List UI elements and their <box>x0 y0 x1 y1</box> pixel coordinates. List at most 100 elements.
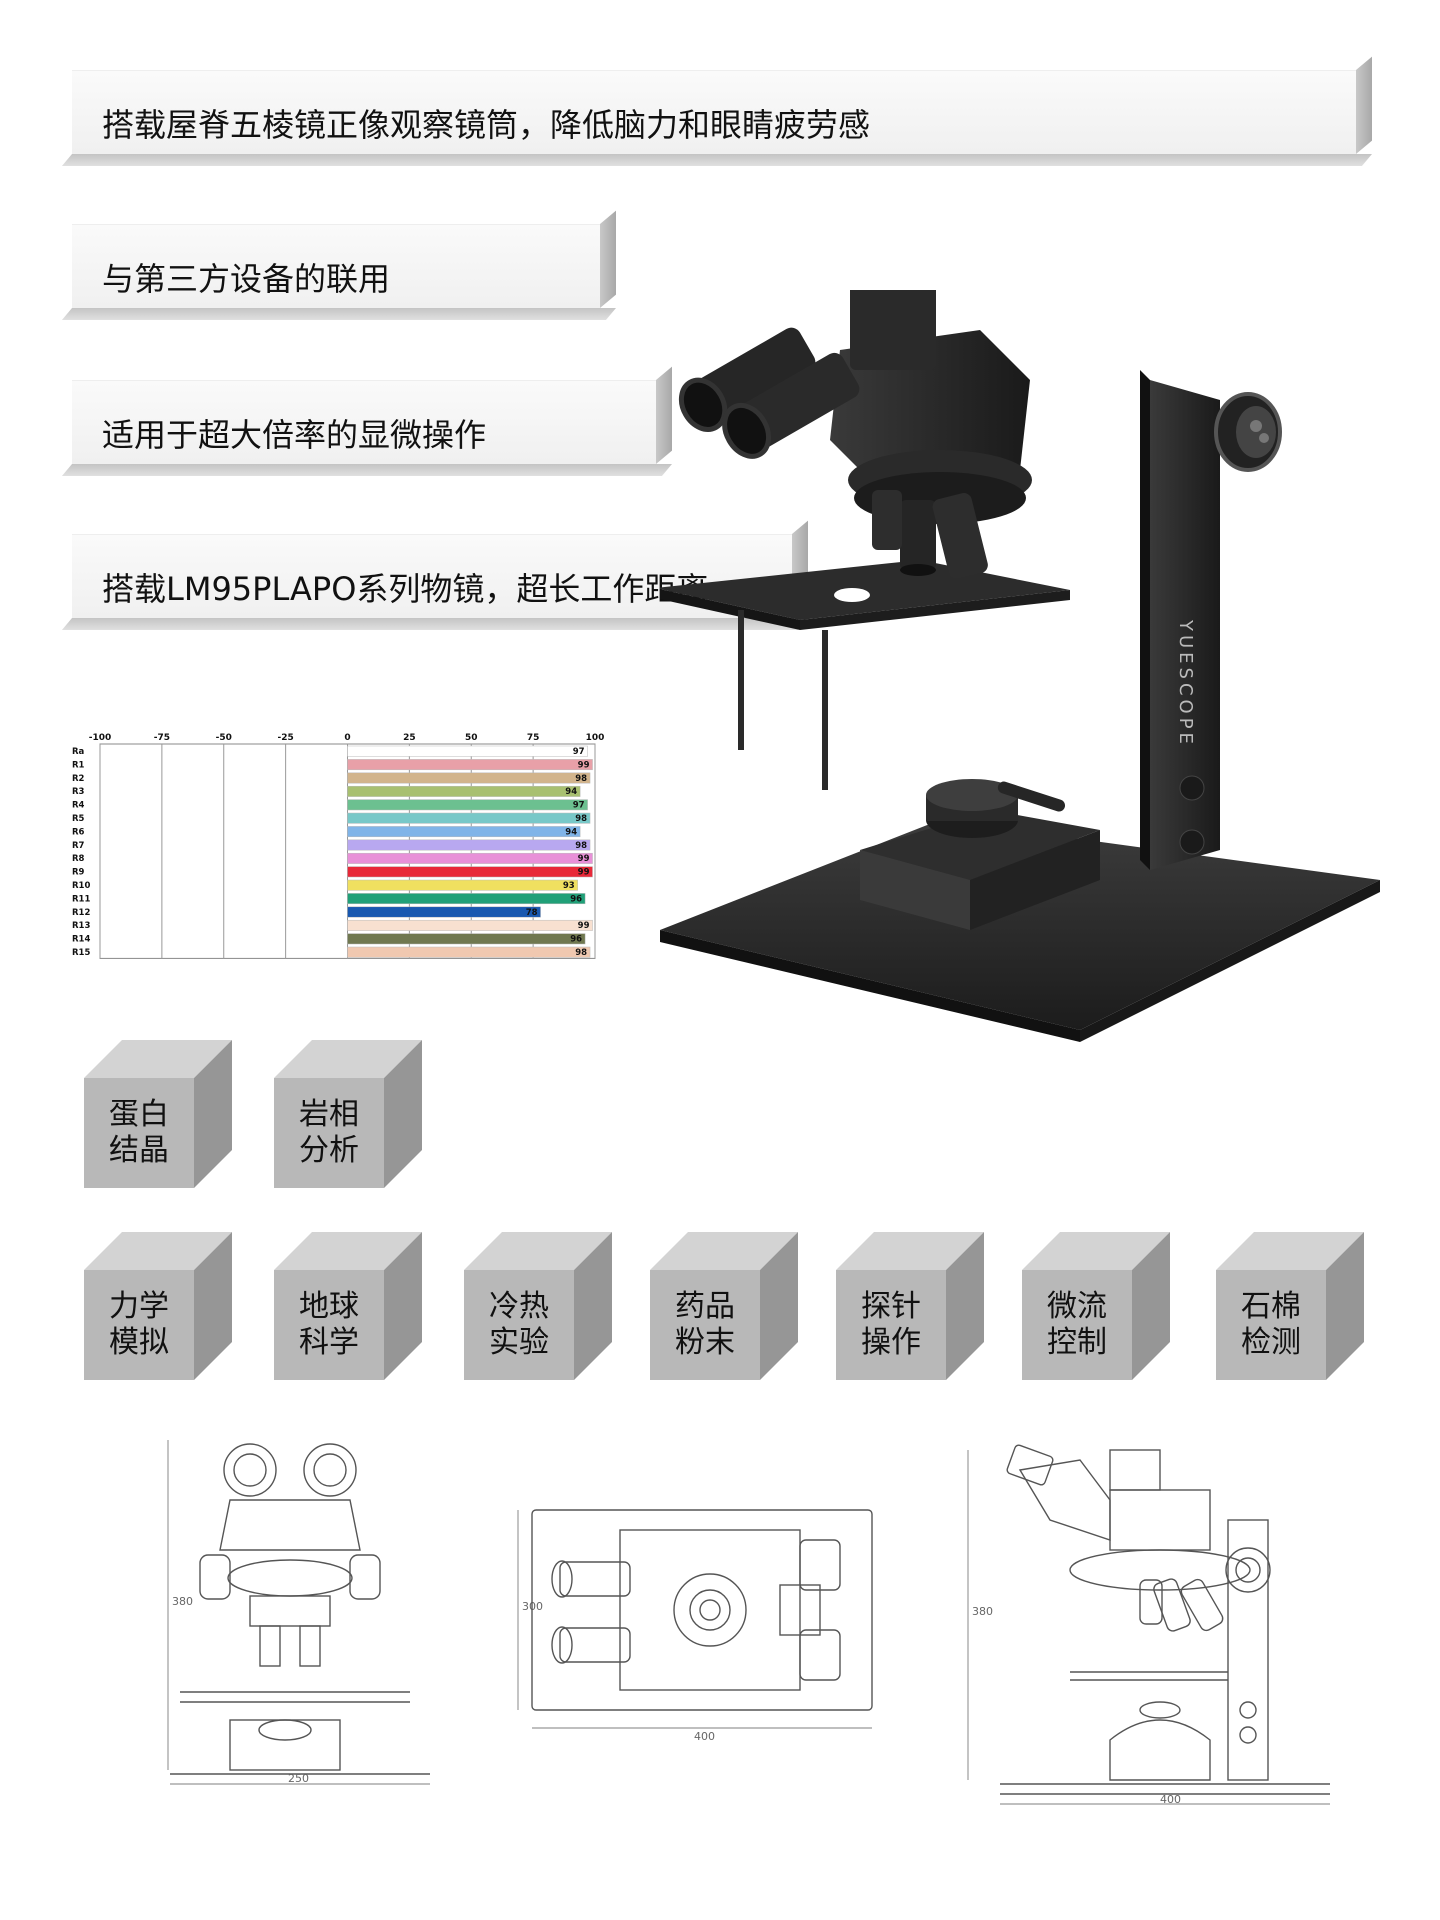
chart-data-label: 96 <box>570 894 582 904</box>
chart-bar <box>347 826 581 838</box>
feature-text: 搭载LM95PLAPO系列物镜，超长工作距离 <box>102 570 709 608</box>
chart-data-label: 98 <box>575 774 587 784</box>
microscope-product-image: YUESCOPE <box>660 290 1380 1042</box>
chart-data-label: 99 <box>578 760 590 770</box>
brand-text: YUESCOPE <box>1175 619 1196 748</box>
chart-category-label: R15 <box>72 948 90 958</box>
chart-bar <box>347 893 586 905</box>
chart-category-label: R9 <box>72 868 85 878</box>
chart-tick-label: 75 <box>527 733 540 743</box>
application-label-line: 微流 <box>1047 1289 1107 1324</box>
application-cube: 探针操作 <box>836 1232 984 1380</box>
front-view-drawing: 380 250 <box>167 1440 430 1785</box>
chart-bar <box>347 745 588 757</box>
chart-category-label: R12 <box>72 908 90 918</box>
chart-tick-label: -75 <box>154 733 170 743</box>
dimension-label: 400 <box>1160 1793 1181 1806</box>
chart-tick-label: -100 <box>89 733 112 743</box>
application-label: 岩相分析 <box>274 1078 384 1188</box>
application-cube: 蛋白结晶 <box>84 1040 232 1188</box>
application-label-line: 结晶 <box>109 1133 169 1168</box>
application-label-line: 石棉 <box>1241 1289 1301 1324</box>
application-label-line: 探针 <box>861 1289 921 1324</box>
application-label-line: 地球 <box>299 1289 359 1324</box>
chart-category-label: R2 <box>72 774 85 784</box>
chart-category-label: R11 <box>72 894 90 904</box>
application-label-line: 检测 <box>1241 1325 1301 1360</box>
chart-bar <box>347 759 593 771</box>
chart-data-label: 78 <box>526 908 538 918</box>
application-label: 地球科学 <box>274 1270 384 1380</box>
chart-data-label: 99 <box>578 854 590 864</box>
chart-category-label: Ra <box>72 747 85 757</box>
chart-bar <box>347 772 591 784</box>
application-label-line: 冷热 <box>489 1289 549 1324</box>
application-label-line: 控制 <box>1047 1325 1107 1360</box>
application-label-line: 操作 <box>861 1325 921 1360</box>
application-label: 力学模拟 <box>84 1270 194 1380</box>
application-cube: 岩相分析 <box>274 1040 422 1188</box>
chart-bar <box>347 866 593 878</box>
application-cube: 地球科学 <box>274 1232 422 1380</box>
chart-category-label: R3 <box>72 787 85 797</box>
side-view-drawing: 380 400 <box>967 1444 1330 1806</box>
top-view-drawing: 300 400 <box>517 1509 873 1740</box>
feature-text: 适用于超大倍率的显微操作 <box>102 416 487 454</box>
application-label: 微流控制 <box>1022 1270 1132 1380</box>
application-label: 探针操作 <box>836 1270 946 1380</box>
feature-text: 搭载屋脊五棱镜正像观察镜筒，降低脑力和眼睛疲劳感 <box>102 106 871 144</box>
application-label: 冷热实验 <box>464 1270 574 1380</box>
chart-bar <box>347 946 591 958</box>
chart-bar <box>347 839 591 851</box>
chart-category-label: R14 <box>72 935 90 945</box>
chart-bar <box>347 852 593 864</box>
chart-category-label: R8 <box>72 854 85 864</box>
feature-text: 与第三方设备的联用 <box>102 260 391 298</box>
feature-banner: 适用于超大倍率的显微操作 <box>61 366 673 476</box>
application-label-line: 岩相 <box>299 1097 359 1132</box>
application-label-line: 模拟 <box>109 1325 169 1360</box>
chart-data-label: 97 <box>573 801 585 811</box>
application-label: 蛋白结晶 <box>84 1078 194 1188</box>
application-label-line: 药品 <box>675 1289 735 1324</box>
application-cube: 力学模拟 <box>84 1232 232 1380</box>
chart-tick-label: 100 <box>586 733 605 743</box>
application-label-line: 实验 <box>489 1325 549 1360</box>
application-cube: 药品粉末 <box>650 1232 798 1380</box>
feature-banner: 搭载屋脊五棱镜正像观察镜筒，降低脑力和眼睛疲劳感 <box>61 56 1373 166</box>
chart-data-label: 98 <box>575 948 587 958</box>
application-label-line: 分析 <box>299 1133 359 1168</box>
application-label: 石棉检测 <box>1216 1270 1326 1380</box>
feature-banner: 与第三方设备的联用 <box>61 210 617 320</box>
chart-bar <box>347 812 591 824</box>
application-label-line: 蛋白 <box>109 1097 169 1132</box>
chart-bar <box>347 785 581 797</box>
chart-data-label: 94 <box>565 787 577 797</box>
chart-data-label: 98 <box>575 841 587 851</box>
chart-data-label: 93 <box>563 881 575 891</box>
chart-data-label: 96 <box>570 935 582 945</box>
chart-bar <box>347 879 578 891</box>
dimension-label: 250 <box>288 1772 309 1785</box>
dimension-label: 380 <box>172 1595 193 1608</box>
chart-bar <box>347 799 588 811</box>
chart-bar <box>347 906 541 918</box>
chart-tick-label: -25 <box>277 733 293 743</box>
chart-category-label: R5 <box>72 814 85 824</box>
application-cube: 石棉检测 <box>1216 1232 1364 1380</box>
chart-category-label: R1 <box>72 760 85 770</box>
application-label-line: 粉末 <box>675 1325 735 1360</box>
dimension-label: 380 <box>972 1605 993 1618</box>
application-cube: 冷热实验 <box>464 1232 612 1380</box>
feature-banner: 搭载LM95PLAPO系列物镜，超长工作距离 <box>61 520 809 630</box>
chart-category-label: R7 <box>72 841 85 851</box>
chart-category-label: R13 <box>72 921 90 931</box>
chart-bar <box>347 933 586 945</box>
chart-tick-label: 0 <box>344 733 350 743</box>
chart-data-label: 99 <box>578 868 590 878</box>
chart-data-label: 98 <box>575 814 587 824</box>
chart-tick-label: -50 <box>216 733 232 743</box>
dimension-label: 400 <box>694 1730 715 1740</box>
application-label: 药品粉末 <box>650 1270 760 1380</box>
